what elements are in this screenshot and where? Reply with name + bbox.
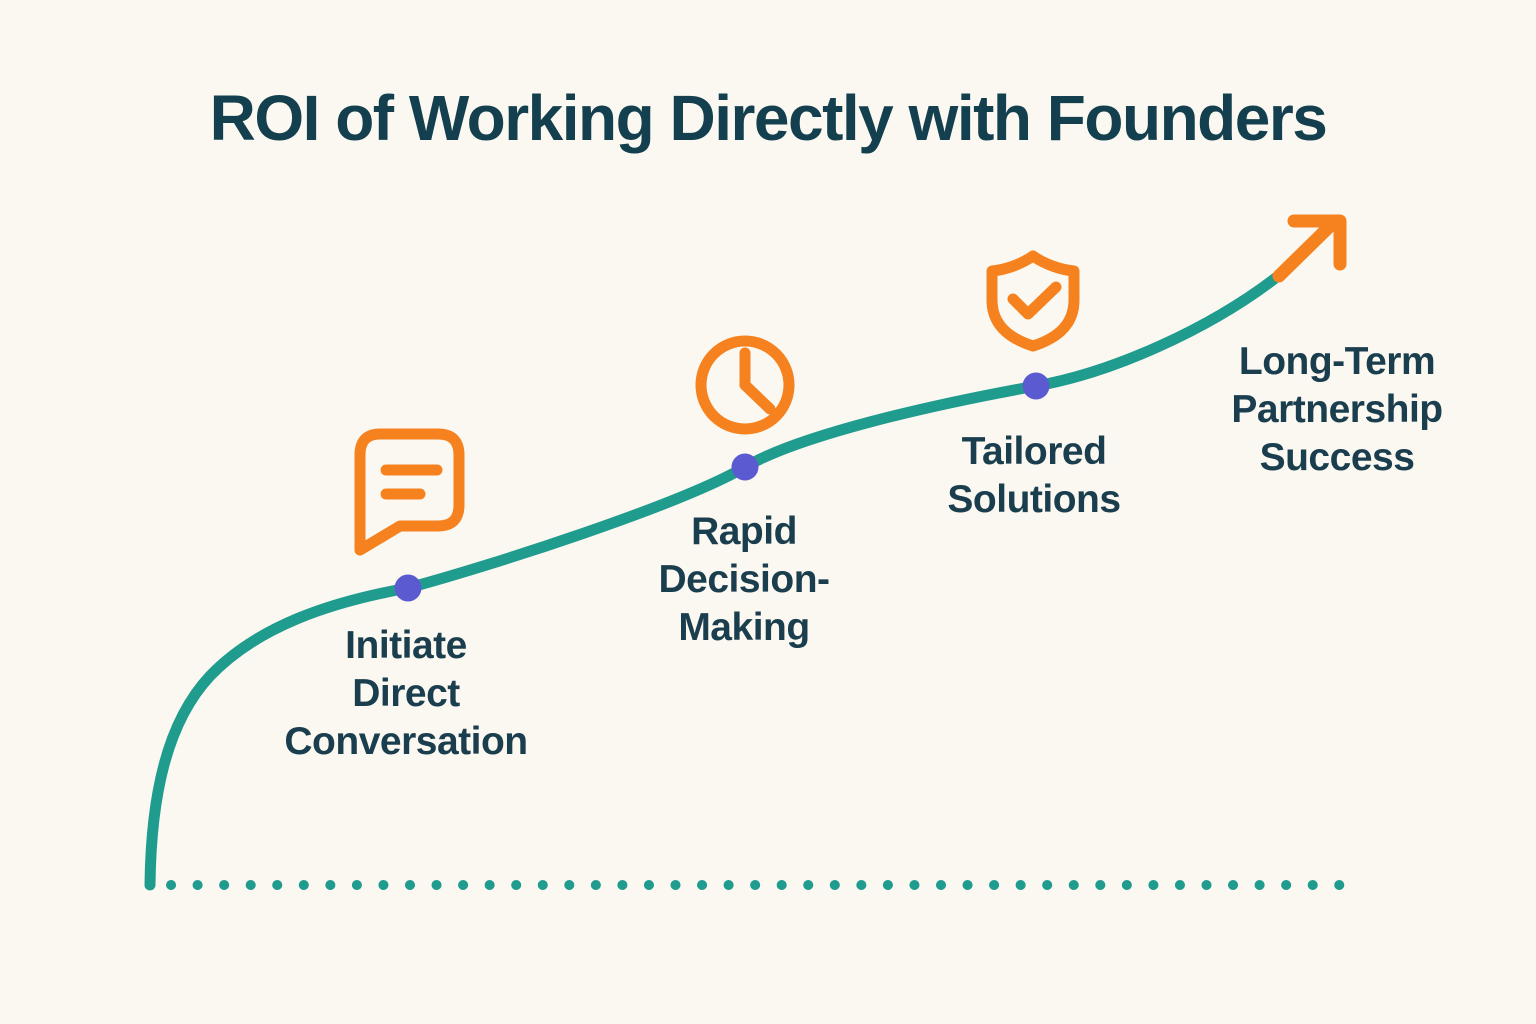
label-line: Direct xyxy=(352,672,460,715)
page-title: ROI of Working Directly with Founders xyxy=(209,82,1328,154)
clock-icon xyxy=(695,335,795,435)
label-line: Making xyxy=(678,606,810,649)
growth-curve xyxy=(144,267,1288,891)
arrow-up-right-icon xyxy=(1272,214,1347,283)
label-line: Tailored xyxy=(961,430,1107,473)
label-line: Initiate xyxy=(345,624,467,667)
label-line: Partnership xyxy=(1231,388,1443,431)
label-line: Rapid xyxy=(691,510,797,553)
label-line: Conversation xyxy=(284,720,528,763)
milestone-label-long-term-partnership-success: Long-Term Partnership Success xyxy=(1231,338,1443,482)
milestone-label-tailored-solutions: Tailored Solutions xyxy=(947,428,1121,524)
label-line: Decision- xyxy=(658,558,830,601)
label-line: Success xyxy=(1259,436,1415,479)
milestone-dot xyxy=(1022,372,1050,400)
milestone-label-initiate-direct-conversation: Initiate Direct Conversation xyxy=(284,622,528,766)
milestone-dot xyxy=(731,453,759,481)
label-line: Long-Term xyxy=(1238,340,1436,383)
chat-bubble-icon xyxy=(354,428,465,556)
shield-check-icon xyxy=(986,250,1080,352)
milestone-dot xyxy=(394,574,422,602)
label-line: Solutions xyxy=(947,478,1121,521)
milestone-label-rapid-decision-making: Rapid Decision- Making xyxy=(658,508,830,652)
